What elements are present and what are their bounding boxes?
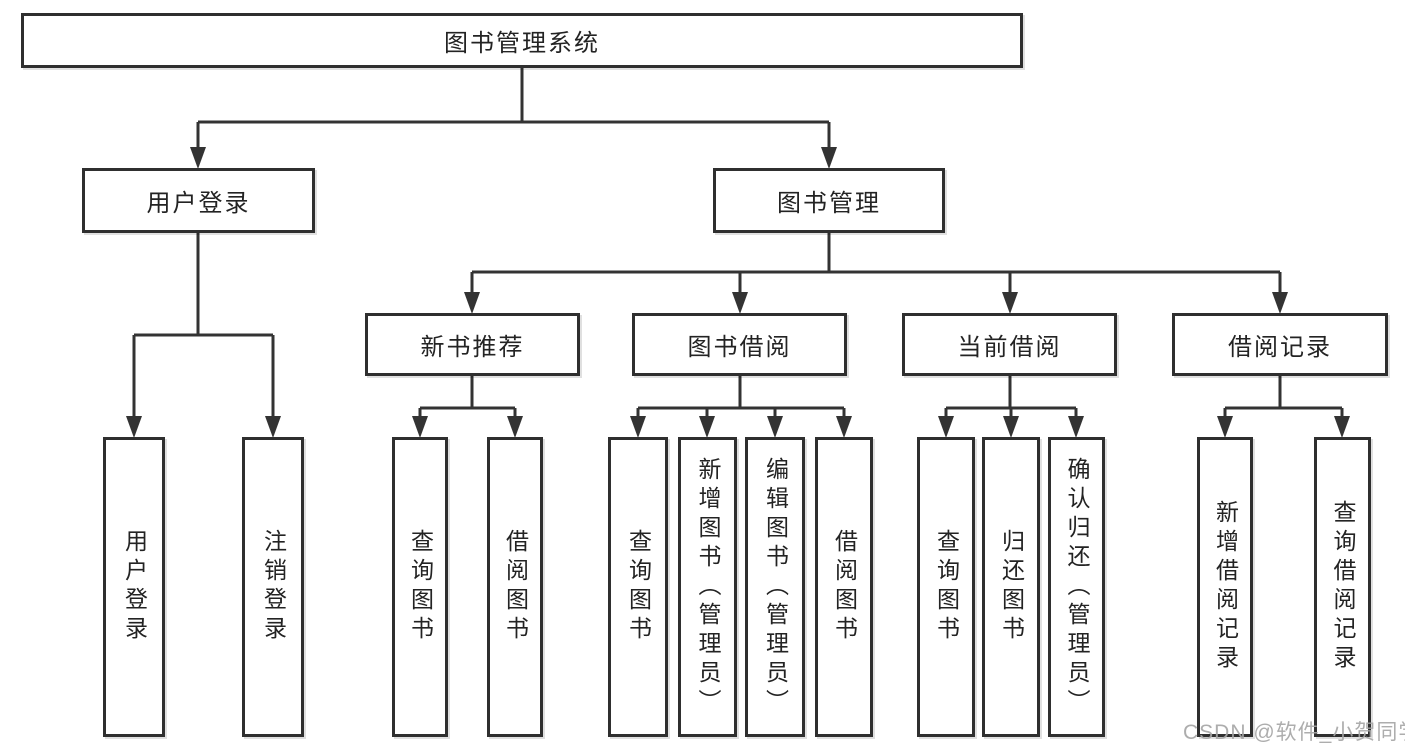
node-add-borrow-record: 新增借阅记录 <box>1197 437 1253 737</box>
node-borrow-books-2: 借阅图书 <box>815 437 873 737</box>
node-root: 图书管理系统 <box>21 13 1023 68</box>
node-logout-leaf: 注销登录 <box>242 437 304 737</box>
node-edit-books-admin-label: 编辑图书（管理员） <box>762 456 789 718</box>
node-query-borrow-record-label: 查询借阅记录 <box>1330 500 1356 674</box>
node-borrowing-records-label: 借阅记录 <box>1228 334 1332 361</box>
node-login-leaf-label: 用户登录 <box>121 529 148 645</box>
node-book-management: 图书管理 <box>713 168 945 233</box>
node-query-books-1: 查询图书 <box>392 437 448 737</box>
node-confirm-return-admin-label: 确认归还（管理员） <box>1064 456 1090 718</box>
csdn-watermark: CSDN @软件_小贺同学 <box>1183 721 1405 744</box>
node-query-books-3: 查询图书 <box>917 437 975 737</box>
node-login-leaf: 用户登录 <box>103 437 165 737</box>
node-user-login: 用户登录 <box>82 168 315 233</box>
node-borrow-books-1-label: 借阅图书 <box>502 529 529 645</box>
node-root-label: 图书管理系统 <box>444 30 600 57</box>
node-return-books-label: 归还图书 <box>998 529 1025 645</box>
node-borrowing-records: 借阅记录 <box>1172 313 1388 376</box>
node-borrow-books-2-label: 借阅图书 <box>831 529 858 645</box>
node-query-borrow-record: 查询借阅记录 <box>1314 437 1371 737</box>
node-new-book-recommendation: 新书推荐 <box>365 313 580 376</box>
node-book-borrowing-label: 图书借阅 <box>687 334 792 361</box>
node-current-borrowing: 当前借阅 <box>902 313 1117 376</box>
node-confirm-return-admin: 确认归还（管理员） <box>1048 437 1105 737</box>
node-logout-leaf-label: 注销登录 <box>260 529 287 645</box>
node-query-books-1-label: 查询图书 <box>407 529 434 645</box>
node-add-books-admin: 新增图书（管理员） <box>678 437 737 737</box>
node-add-borrow-record-label: 新增借阅记录 <box>1212 500 1239 674</box>
node-book-borrowing: 图书借阅 <box>632 313 847 376</box>
node-return-books: 归还图书 <box>982 437 1040 737</box>
node-borrow-books-1: 借阅图书 <box>487 437 543 737</box>
node-user-login-label: 用户登录 <box>146 190 251 217</box>
node-current-borrowing-label: 当前借阅 <box>957 334 1062 361</box>
node-add-books-admin-label: 新增图书（管理员） <box>695 456 721 718</box>
node-query-books-3-label: 查询图书 <box>933 529 960 645</box>
node-edit-books-admin: 编辑图书（管理员） <box>745 437 805 737</box>
node-new-book-recommendation-label: 新书推荐 <box>420 334 525 361</box>
node-query-books-2: 查询图书 <box>608 437 668 737</box>
node-book-management-label: 图书管理 <box>777 190 881 217</box>
node-query-books-2-label: 查询图书 <box>625 529 652 645</box>
